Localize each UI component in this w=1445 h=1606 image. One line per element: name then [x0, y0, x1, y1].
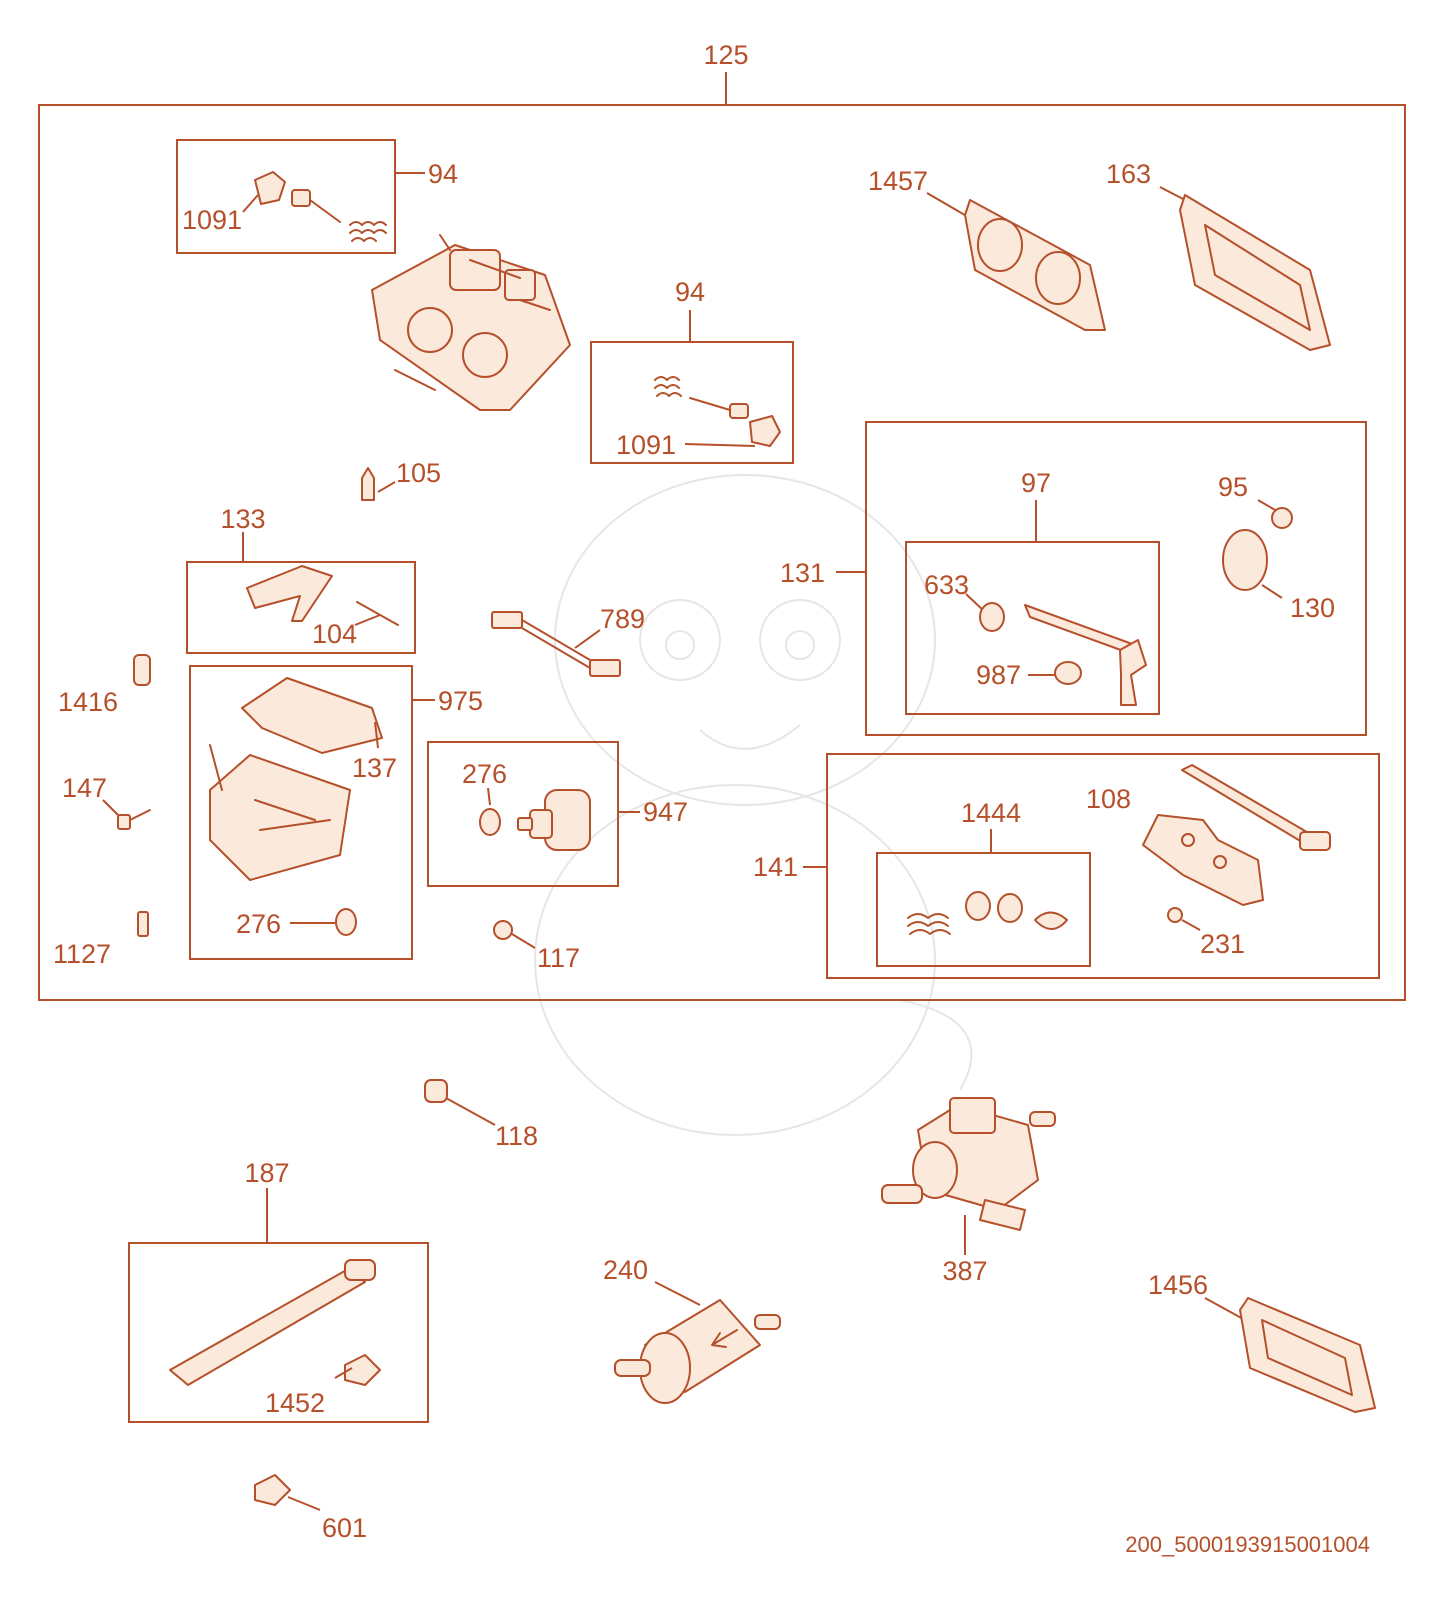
part-118: 118: [424, 1079, 538, 1151]
label-133: 133: [220, 504, 265, 534]
label-105: 105: [396, 458, 441, 488]
label-789: 789: [600, 604, 645, 634]
label-240: 240: [603, 1255, 648, 1285]
label-975: 975: [438, 686, 483, 716]
wire-harness-789: 789: [491, 604, 645, 677]
label-276-lower: 276: [236, 909, 281, 939]
group-box-125: [38, 104, 1406, 1001]
part-117: 117: [493, 920, 580, 973]
label-1416: 1416: [58, 687, 118, 717]
gasket-163: 163: [1106, 159, 1331, 351]
kit-94-upper: 94 1091: [176, 139, 458, 254]
clamp-601: 601: [254, 1474, 367, 1543]
label-94-upper: 94: [428, 159, 458, 189]
label-104: 104: [312, 619, 357, 649]
part-1127: 1127: [53, 911, 149, 969]
label-137: 137: [352, 753, 397, 783]
label-947: 947: [643, 797, 688, 827]
kit-187: 187 1452: [128, 1158, 429, 1423]
label-163: 163: [1106, 159, 1151, 189]
label-117: 117: [537, 943, 580, 973]
label-633: 633: [924, 570, 969, 600]
label-187: 187: [244, 1158, 289, 1188]
label-1091-upper: 1091: [182, 205, 242, 235]
carburetor-body: [371, 234, 571, 411]
label-1452: 1452: [265, 1388, 325, 1418]
kit-94-middle: 94 1091: [590, 277, 794, 464]
kit-947: 947 276: [427, 741, 688, 887]
label-97: 97: [1021, 468, 1051, 498]
label-1127: 1127: [53, 939, 111, 969]
label-147: 147: [62, 773, 107, 803]
label-601: 601: [322, 1513, 367, 1543]
part-147: 147: [62, 773, 151, 830]
watermark-mascot: [534, 474, 973, 1136]
label-1091-middle: 1091: [616, 430, 676, 460]
label-987: 987: [976, 660, 1021, 690]
label-387: 387: [942, 1256, 987, 1286]
label-118: 118: [495, 1121, 538, 1151]
fuel-filter-240: 240: [603, 1255, 781, 1404]
fuel-pump-387: 387: [881, 1097, 1056, 1286]
assembly-141: 141 1444 108 231: [753, 753, 1380, 979]
label-141: 141: [753, 852, 798, 882]
part-105: 105: [361, 458, 441, 501]
label-125: 125: [703, 40, 748, 70]
label-130: 130: [1290, 593, 1335, 623]
label-1444: 1444: [961, 798, 1021, 828]
gasket-1456: 1456: [1148, 1270, 1376, 1413]
label-1456: 1456: [1148, 1270, 1208, 1300]
label-1457: 1457: [868, 166, 928, 196]
kit-975: 975 137 276: [189, 665, 483, 960]
label-95: 95: [1218, 472, 1248, 502]
gasket-1457: 1457: [868, 166, 1106, 331]
label-231: 231: [1200, 929, 1245, 959]
label-276-upper: 276: [462, 759, 507, 789]
kit-133: 133 104: [186, 504, 416, 654]
reference-code: 200_5000193915001004: [1125, 1532, 1370, 1557]
assembly-131: 131 97 633 987 95 130: [780, 421, 1367, 736]
part-1416: 1416: [58, 654, 151, 717]
label-131: 131: [780, 558, 825, 588]
label-108: 108: [1086, 784, 1131, 814]
assembly-125: 125: [38, 40, 1406, 1001]
label-94-middle: 94: [675, 277, 705, 307]
